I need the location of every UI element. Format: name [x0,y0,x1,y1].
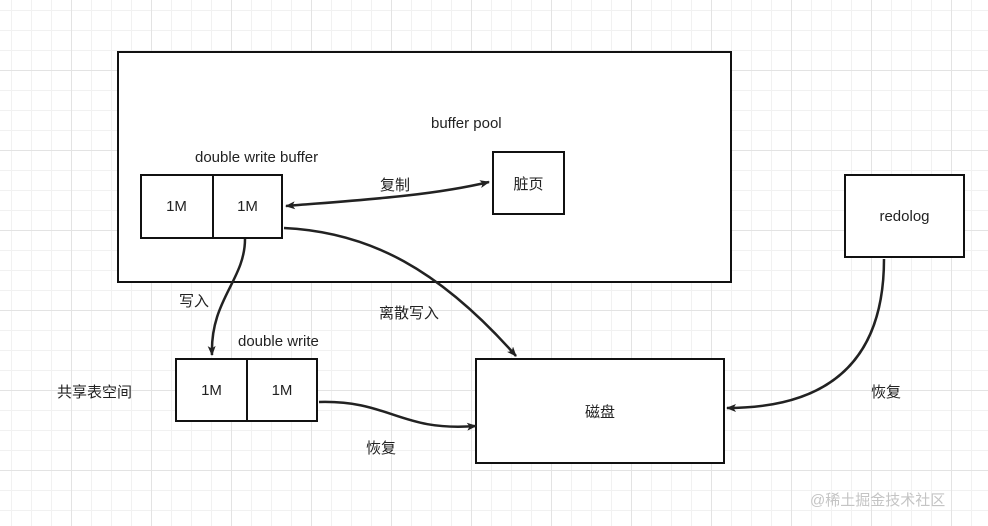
recover-right-label: 恢复 [871,384,902,401]
double-write-buffer-label: double write buffer [195,149,319,166]
recover-left-label: 恢复 [366,440,397,457]
recover-right-arrow [726,258,886,412]
double-write-buffer-box [140,174,283,239]
double-write-cell-1: 1M [201,381,222,399]
dirty-page-label: 脏页 [513,175,544,193]
recover-left-arrow [318,400,477,431]
redolog-box [844,174,965,258]
copy-arrow [285,180,490,210]
shared-tablespace-label: 共享表空间 [57,384,133,401]
copy-label: 复制 [380,177,411,194]
double-write-cell-2: 1M [246,360,316,420]
scatter-write-arrow [283,226,517,357]
watermark: @稀土掘金技术社区 [810,492,946,509]
disk-box [475,358,725,464]
disk-label: 磁盘 [584,403,615,421]
dirty-page-box [492,151,565,215]
write-label: 写入 [179,293,210,310]
double-write-buffer-cell-2: 1M [212,176,281,237]
buffer-pool-box [117,51,732,283]
double-write-buffer-cell-1: 1M [166,198,187,215]
scatter-write-label: 离散写入 [379,305,440,322]
buffer-pool-label: buffer pool [431,115,502,132]
redolog-label: redolog [879,207,930,225]
write-arrow [207,238,247,356]
double-write-label: double write [238,333,319,350]
